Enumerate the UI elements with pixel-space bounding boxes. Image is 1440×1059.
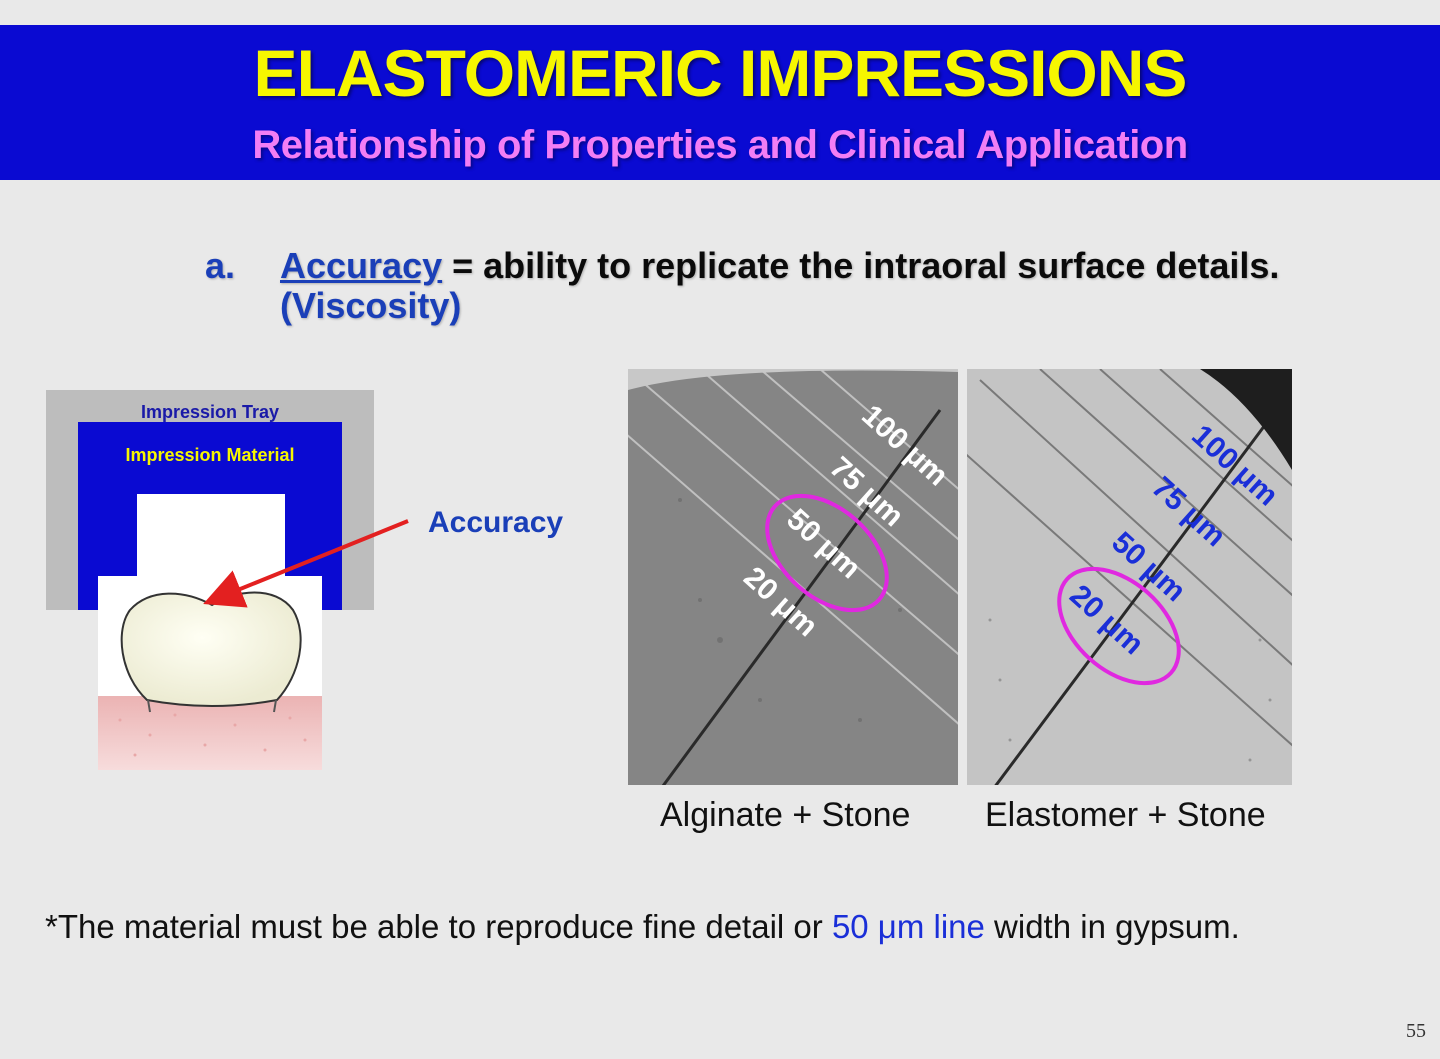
alginate-highlight-circle [765,493,889,613]
accuracy-arrow [203,519,409,608]
accuracy-keyword: Accuracy [280,245,443,286]
point-marker: a. [205,245,236,286]
footnote: *The material must be able to reproduce … [45,908,1240,946]
tray-label: Impression Tray [141,402,279,422]
title-banner: ELASTOMERIC IMPRESSIONS Relationship of … [0,25,1440,180]
accuracy-definition: = ability to replicate the intraoral sur… [442,245,1280,286]
viscosity-note: (Viscosity) [280,285,462,326]
elastomer-photo: 100 μm 75 μm 50 μm 20 μm [967,369,1292,785]
material-label: Impression Material [125,445,294,465]
gum [98,696,322,770]
elastomer-caption: Elastomer + Stone [985,796,1266,834]
tooth [120,591,302,707]
point-line: Accuracy = ability to replicate the intr… [280,245,1279,287]
alginate-photo: 100 μm 75 μm 50 μm 20 μm [628,369,958,785]
footnote-after: width in gypsum. [984,908,1240,945]
slide-subtitle: Relationship of Properties and Clinical … [252,123,1188,167]
page-number: 55 [1406,1020,1426,1042]
alginate-caption: Alginate + Stone [660,796,911,834]
slide-title: ELASTOMERIC IMPRESSIONS [253,36,1188,110]
footnote-before: *The material must be able to reproduce … [45,908,832,945]
accuracy-label: Accuracy [428,506,563,539]
elastomer-highlight-circle [1057,566,1181,686]
gum-texture [118,713,307,757]
footnote-highlight: 50 μm line [831,908,985,945]
